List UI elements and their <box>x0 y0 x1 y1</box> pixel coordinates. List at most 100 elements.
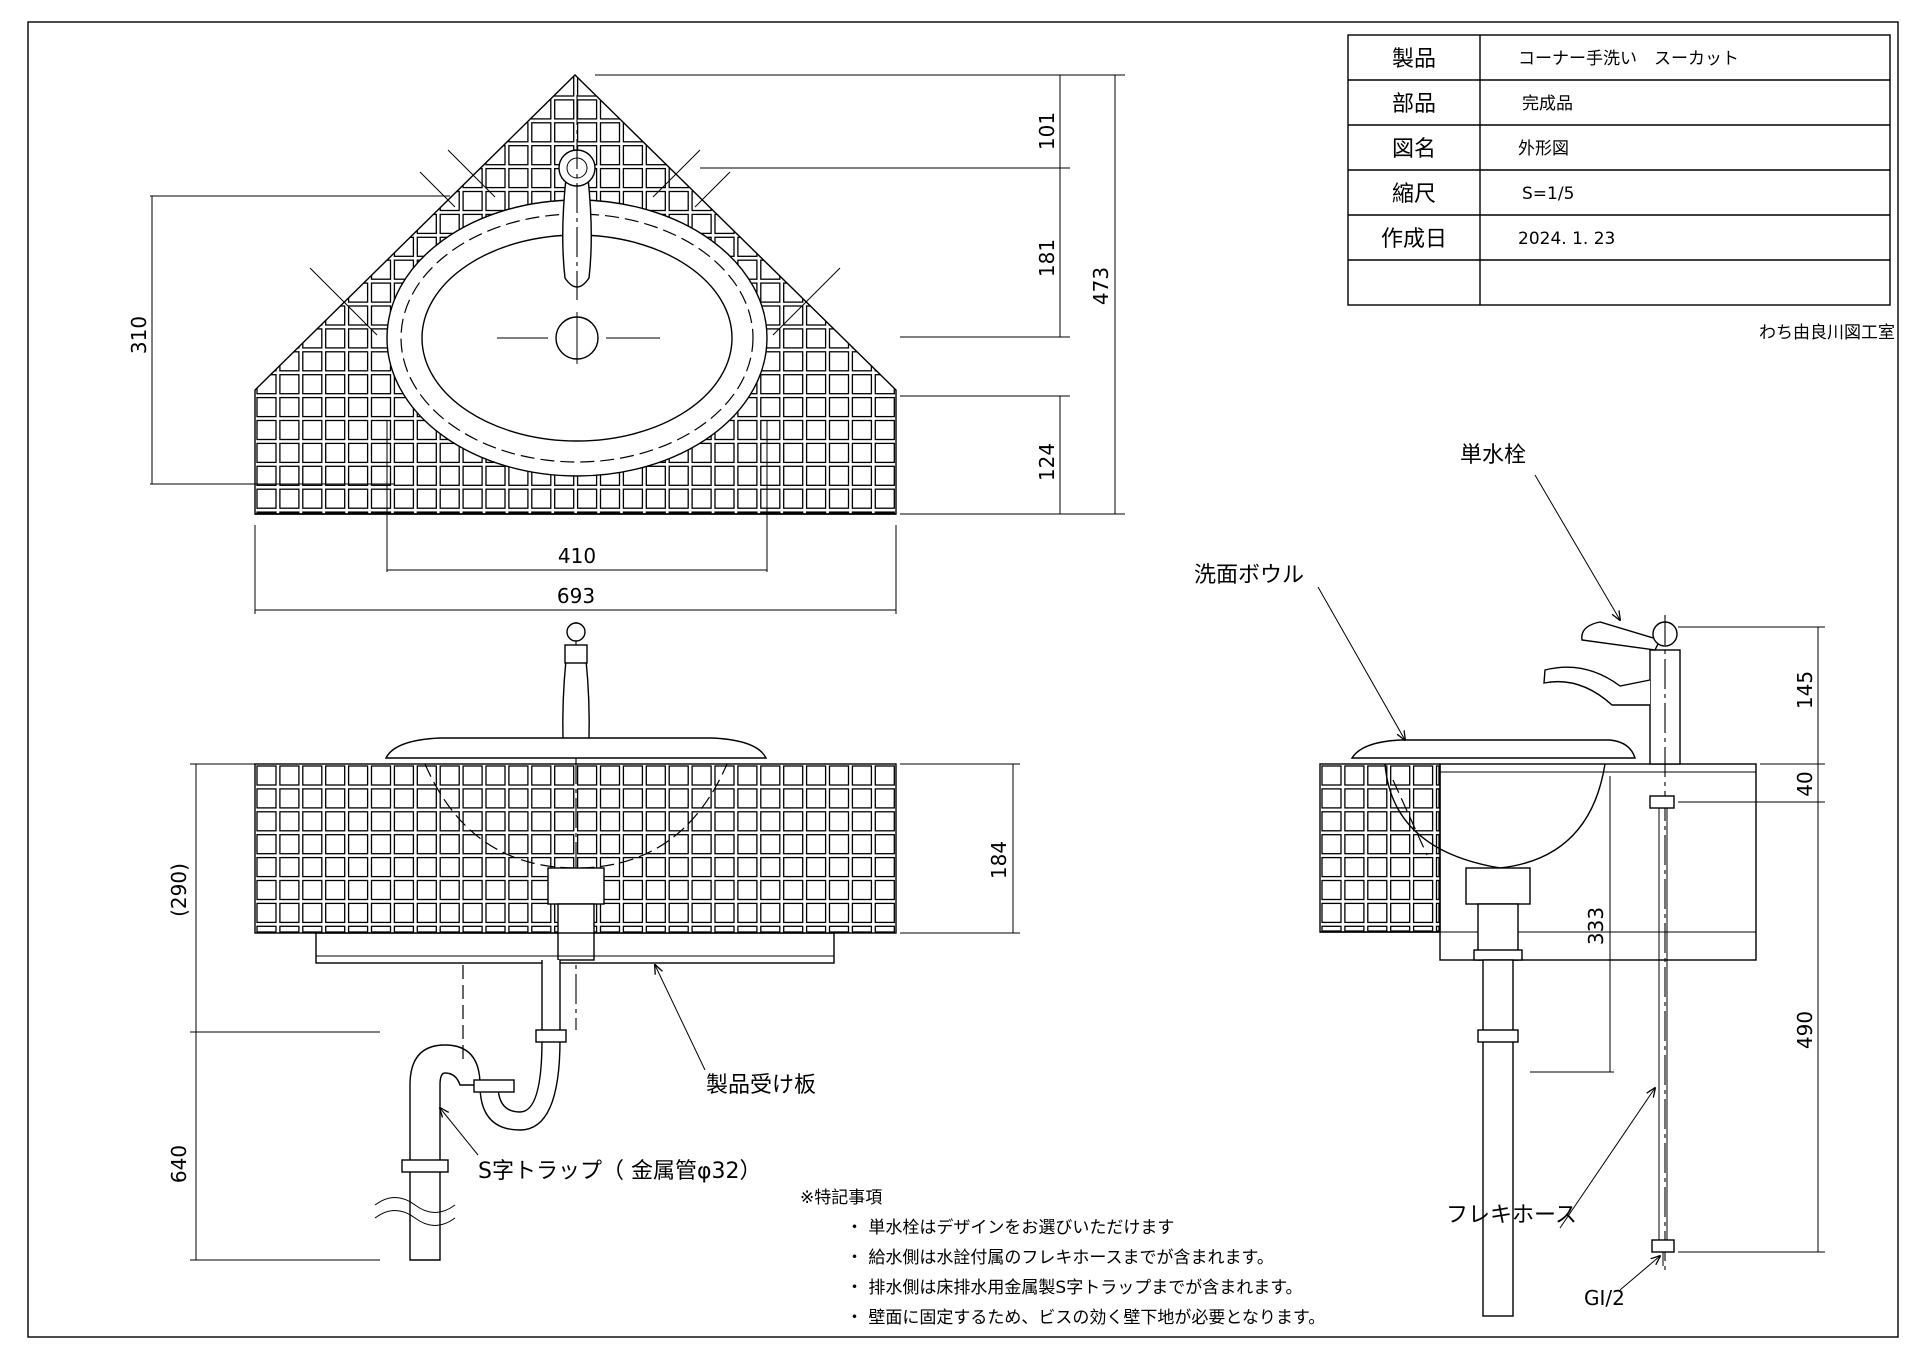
mosaic-tile <box>851 259 873 280</box>
mosaic-tile <box>256 282 277 303</box>
mosaic-tile <box>645 465 666 486</box>
mosaic-tile <box>783 465 804 486</box>
mosaic-tile <box>1435 856 1440 878</box>
mosaic-tile <box>714 925 735 933</box>
mosaic-tile <box>851 442 873 464</box>
mosaic-tile <box>668 834 689 855</box>
mosaic-tile <box>828 145 850 166</box>
mosaic-tile <box>302 351 323 372</box>
mosaic-tile <box>783 396 804 418</box>
mosaic-tile <box>645 190 666 212</box>
mosaic-tile <box>462 834 483 855</box>
mosaic-tile <box>370 902 392 924</box>
mosaic-tile <box>805 259 827 280</box>
mosaic-tile <box>668 99 689 120</box>
mosaic-tile <box>828 213 850 235</box>
mosaic-tile <box>783 122 804 143</box>
mosaic-tile <box>805 122 827 143</box>
mosaic-tile <box>783 99 804 120</box>
mosaic-tile <box>783 259 804 280</box>
mosaic-tile <box>783 765 804 786</box>
mosaic-tile <box>370 99 392 120</box>
mosaic-tile <box>370 145 392 166</box>
note-item-2: ・ 給水側は水詮付属のフレキホースまでが含まれます。 <box>846 1248 1274 1268</box>
note-item-4: ・ 壁面に固定するため、ビスの効く壁下地が必要となります。 <box>846 1308 1325 1328</box>
mosaic-tile <box>851 305 873 326</box>
mosaic-tile <box>302 305 323 326</box>
mosaic-tile <box>668 122 689 143</box>
mosaic-tile <box>805 328 827 349</box>
mosaic-tile <box>325 76 346 97</box>
title-label-date: 作成日 <box>1381 227 1447 252</box>
mosaic-tile <box>279 374 300 395</box>
mosaic-tile <box>1344 856 1365 878</box>
mosaic-tile <box>828 396 850 418</box>
mosaic-tile <box>325 811 346 832</box>
front-bowl-rim <box>384 737 768 759</box>
mosaic-tile <box>325 328 346 349</box>
mosaic-tile <box>279 167 300 189</box>
mosaic-tile <box>279 765 300 786</box>
mosaic-tile <box>851 351 873 372</box>
title-label-scale: 縮尺 <box>1392 182 1436 207</box>
mosaic-tile <box>531 788 552 809</box>
mosaic-tile <box>439 788 460 809</box>
mosaic-tile <box>347 99 369 120</box>
mosaic-tile <box>828 465 850 486</box>
mosaic-tile <box>302 190 323 212</box>
mosaic-tile <box>576 834 598 855</box>
mosaic-tile <box>1390 925 1411 932</box>
mosaic-tile <box>645 834 666 855</box>
mosaic-tile <box>393 167 415 189</box>
mosaic-tile <box>462 190 483 212</box>
mosaic-tile <box>805 925 827 933</box>
mosaic-tile <box>760 419 781 441</box>
mosaic-tile <box>347 305 369 326</box>
mosaic-tile <box>1344 925 1365 932</box>
mosaic-tile <box>783 145 804 166</box>
mosaic-tile <box>416 213 437 235</box>
mosaic-tile <box>370 76 392 97</box>
mosaic-tile <box>851 811 873 832</box>
mosaic-tile <box>302 76 323 97</box>
mosaic-tile <box>737 856 758 878</box>
mosaic-tile <box>760 442 781 464</box>
mosaic-tile <box>737 834 758 855</box>
mosaic-tile <box>325 122 346 143</box>
mosaic-tile <box>851 190 873 212</box>
mosaic-tile <box>508 122 529 143</box>
mosaic-tile <box>416 145 437 166</box>
mosaic-tile <box>347 282 369 303</box>
mosaic-tile <box>279 902 300 924</box>
mosaic-tile <box>393 122 415 143</box>
mosaic-tile <box>805 99 827 120</box>
mosaic-tile <box>1367 811 1388 832</box>
mosaic-tile <box>1390 834 1411 855</box>
mosaic-tile <box>874 925 895 933</box>
dim-310: 310 <box>127 316 151 354</box>
mosaic-tile <box>302 834 323 855</box>
mosaic-tile <box>1367 879 1388 901</box>
mosaic-tile <box>851 765 873 786</box>
mosaic-tile <box>508 811 529 832</box>
mosaic-tile <box>439 925 460 933</box>
mosaic-tile <box>691 811 712 832</box>
mosaic-tile <box>760 259 781 280</box>
dim-145: 145 <box>1793 671 1817 709</box>
mosaic-tile <box>714 834 735 855</box>
mosaic-tile <box>691 167 712 189</box>
mosaic-tile <box>279 236 300 257</box>
mosaic-tile <box>805 351 827 372</box>
mosaic-tile <box>302 122 323 143</box>
mosaic-tile <box>462 76 483 97</box>
mosaic-tile <box>851 925 873 933</box>
mosaic-tile <box>416 465 437 486</box>
mosaic-tile <box>851 879 873 901</box>
mosaic-tile <box>302 811 323 832</box>
mosaic-tile <box>370 259 392 280</box>
mosaic-tile <box>439 811 460 832</box>
mosaic-tile <box>760 465 781 486</box>
mosaic-tile <box>737 879 758 901</box>
mosaic-tile <box>416 488 437 509</box>
mosaic-tile <box>760 213 781 235</box>
